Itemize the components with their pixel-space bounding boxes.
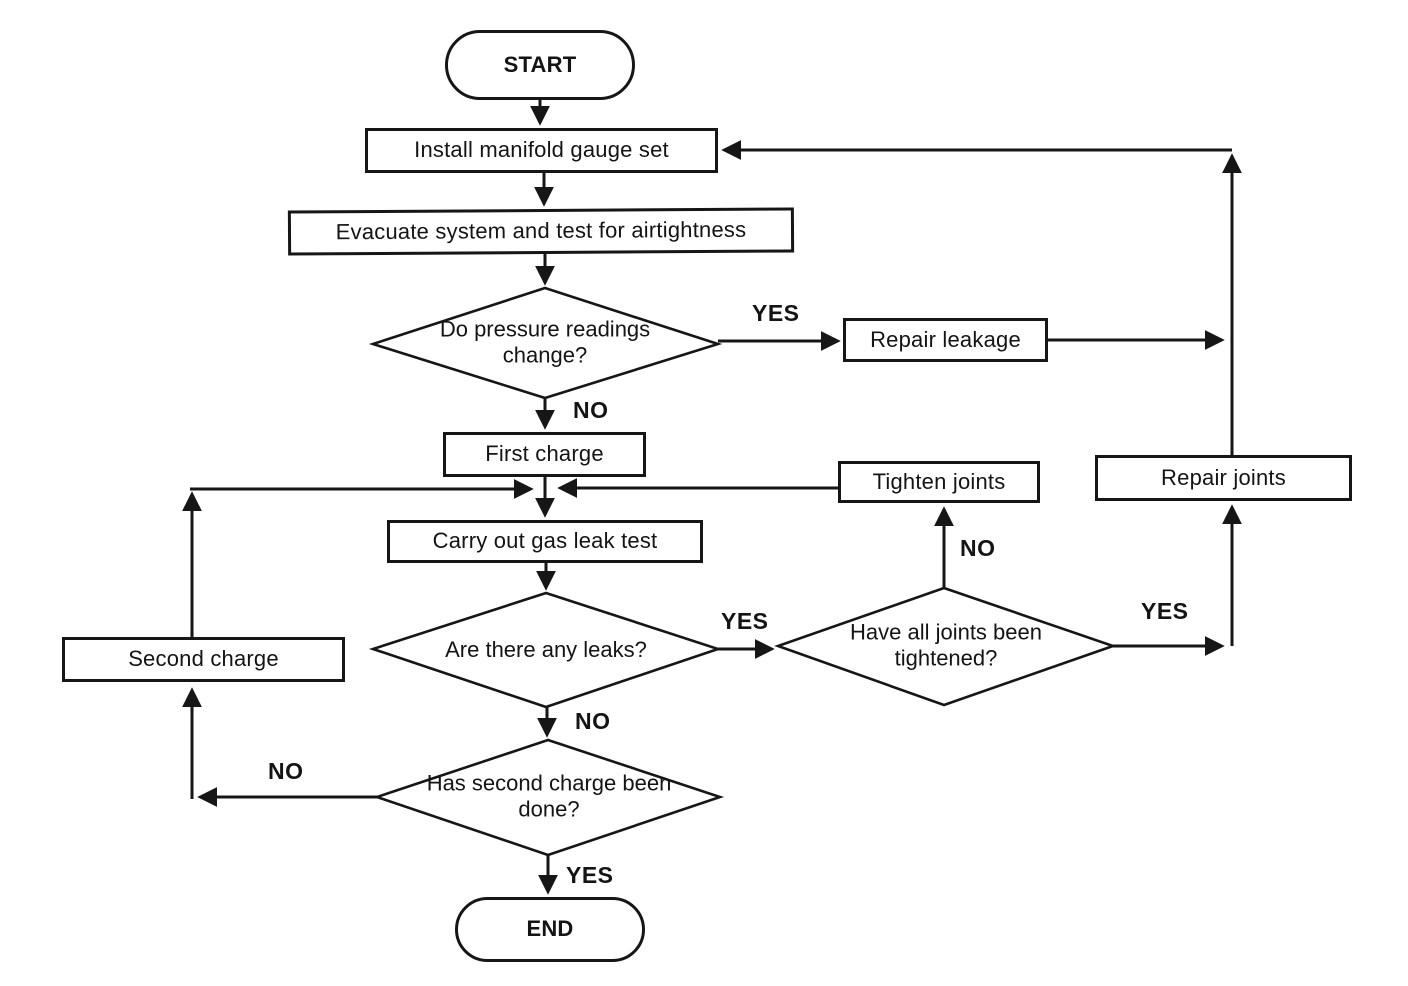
decision-pressure-change-label: Do pressure readings change? [439, 316, 651, 368]
decision-second-charge-done-label: Has second charge been done? [426, 770, 672, 822]
node-repair-leakage: Repair leakage [843, 318, 1048, 362]
decision-any-leaks-label: Are there any leaks? [445, 636, 647, 662]
node-repair-joints: Repair joints [1095, 455, 1352, 501]
edge-label-pressure-yes: YES [752, 300, 800, 326]
edge-label-leaks-yes: YES [721, 608, 769, 634]
node-install-gauge: Install manifold gauge set [365, 128, 718, 173]
edge-label-second-yes: YES [566, 862, 614, 888]
node-start: START [445, 30, 635, 100]
decision-pressure-change-shape [368, 286, 723, 400]
node-end: END [455, 897, 645, 962]
node-evacuate: Evacuate system and test for airtightnes… [287, 207, 795, 256]
edge-label-tightened-no: NO [960, 535, 996, 561]
edge-label-pressure-no: NO [573, 397, 609, 423]
decision-joints-tightened-shape [774, 586, 1117, 707]
edge-label-tightened-yes: YES [1141, 598, 1189, 624]
edge-label-leaks-no: NO [575, 708, 611, 734]
decision-joints-tightened-label: Have all joints been tightened? [849, 619, 1042, 671]
decision-any-leaks-shape [368, 591, 723, 709]
node-first-charge: First charge [443, 432, 646, 477]
edge-label-second-no: NO [268, 758, 304, 784]
node-second-charge: Second charge [62, 637, 345, 682]
node-tighten-joints: Tighten joints [838, 461, 1040, 503]
decision-second-charge-done-shape [372, 738, 725, 857]
node-gas-leak-test: Carry out gas leak test [387, 520, 703, 563]
